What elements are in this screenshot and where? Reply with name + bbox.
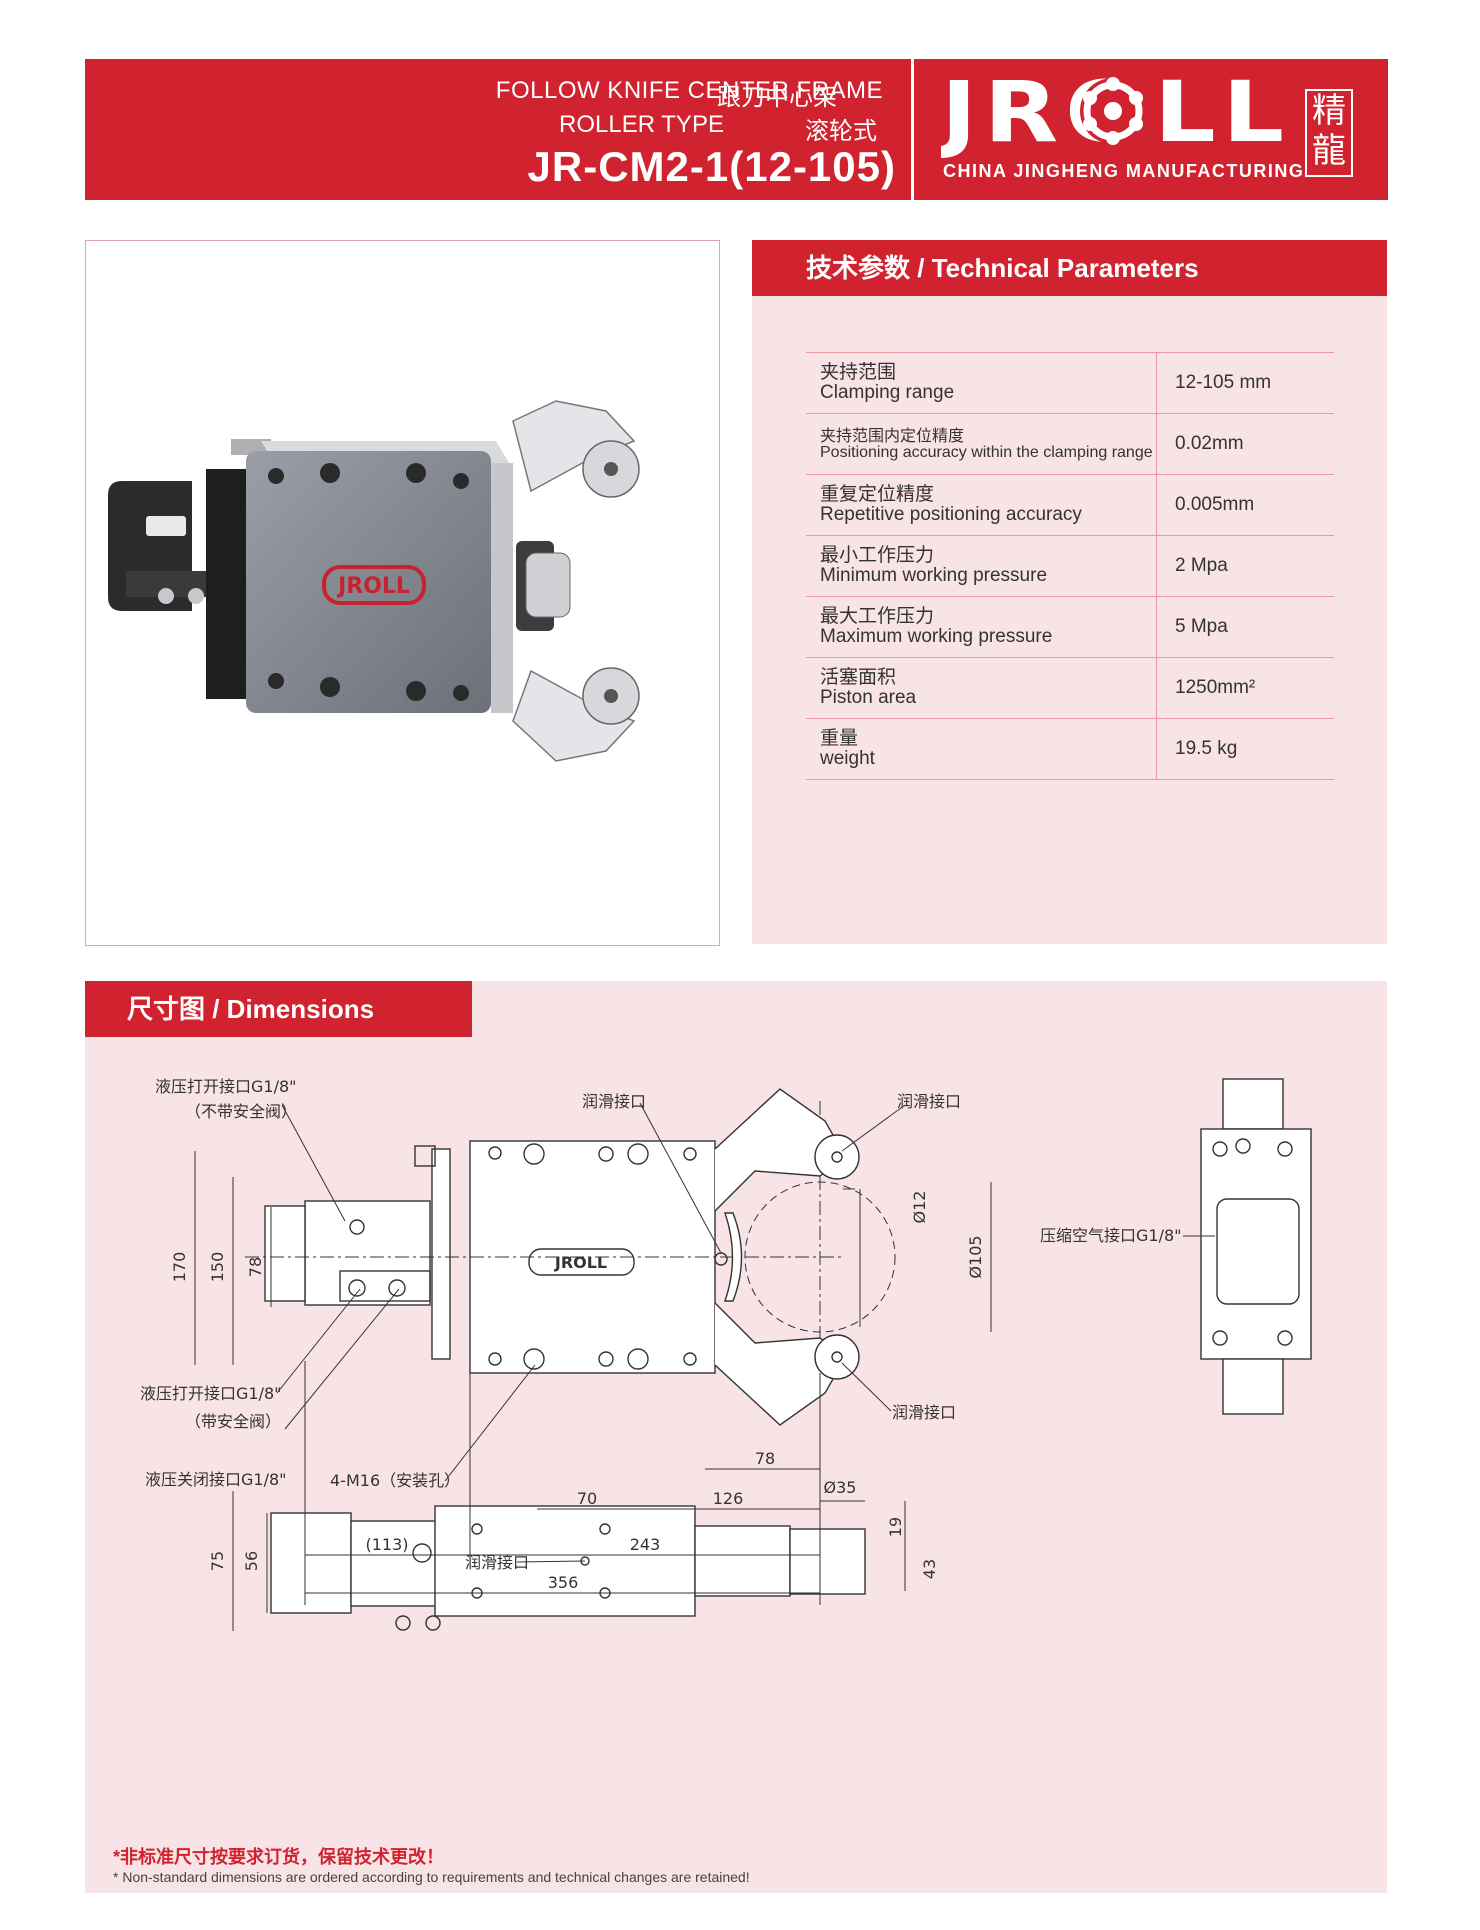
param-value: 5 Mpa (1156, 596, 1334, 658)
dim-d35: Ø35 (824, 1478, 857, 1497)
dim-243: 243 (630, 1535, 661, 1554)
param-label-en: Positioning accuracy within the clamping… (820, 443, 1153, 461)
param-label-cn: 最小工作压力 (820, 545, 935, 566)
label-hyd-open-valve: 液压打开接口G1/8" (140, 1384, 282, 1403)
dim-113: (113) (365, 1535, 408, 1554)
note-cn: *非标准尺寸按要求订货，保留技术更改！ (113, 1847, 445, 1867)
param-value: 0.005mm (1156, 474, 1334, 536)
param-label-en: Piston area (820, 687, 917, 708)
plate-logo-text: JROLL (336, 574, 410, 599)
title-cn: 跟刀中心架 (717, 84, 837, 111)
dim-75: 75 (208, 1551, 227, 1571)
dimensions-panel: JROLL (85, 981, 1387, 1893)
param-value: 12-105 mm (1156, 352, 1334, 414)
param-label-en: weight (820, 748, 875, 769)
label-air-port: 压缩空气接口G1/8" (1040, 1226, 1182, 1245)
param-value: 19.5 kg (1156, 718, 1334, 780)
label-lube-top: 润滑接口 (582, 1092, 646, 1111)
label-lube-bottom-right: 润滑接口 (892, 1403, 956, 1422)
product-image-panel: JROLL (85, 240, 720, 946)
dim-78v: 78 (246, 1257, 265, 1277)
param-label-en: Clamping range (820, 382, 955, 403)
param-value: 2 Mpa (1156, 535, 1334, 597)
dim-150: 150 (208, 1252, 227, 1283)
model-number: JR-CM2-1(12-105) (527, 143, 896, 190)
param-label-cn: 夹持范围内定位精度 (820, 427, 965, 445)
param-label-cn: 重量 (820, 728, 859, 749)
label-hyd-open-valve-2: （带安全阀） (185, 1412, 281, 1431)
dimension-drawing: JROLL (140, 1077, 1312, 1631)
dim-19: 19 (886, 1517, 905, 1537)
dim-356: 356 (548, 1573, 579, 1592)
dim-126: 126 (713, 1489, 744, 1508)
drawing-logo: JROLL (554, 1253, 607, 1272)
param-label-en: Maximum working pressure (820, 626, 1053, 647)
param-label-en: Minimum working pressure (820, 565, 1048, 586)
header-banner: FOLLOW KNIFE CENTER FRAME 跟刀中心架 ROLLER T… (85, 59, 1388, 200)
label-lube-top-right: 润滑接口 (897, 1092, 961, 1111)
dim-43: 43 (920, 1559, 939, 1579)
brand-seal: 精龍 (1305, 89, 1353, 177)
label-hyd-open-no-valve-2: （不带安全阀） (185, 1102, 297, 1121)
param-label-cn: 最大工作压力 (820, 606, 935, 627)
dim-78h: 78 (755, 1449, 775, 1468)
params-section-title: 技术参数 / Technical Parameters (752, 240, 1387, 296)
param-value: 0.02mm (1156, 413, 1334, 475)
note-en: * Non-standard dimensions are ordered ac… (113, 1869, 750, 1885)
dim-170: 170 (170, 1252, 189, 1283)
product-illustration: JROLL (108, 400, 640, 762)
title-en: FOLLOW KNIFE CENTER FRAME (495, 77, 883, 104)
param-label-cn: 活塞面积 (820, 667, 897, 688)
dim-56: 56 (242, 1551, 261, 1571)
label-lube-side: 润滑接口 (465, 1553, 529, 1572)
dim-70: 70 (577, 1489, 597, 1508)
param-label-cn: 重复定位精度 (820, 484, 935, 505)
type-cn: 滚轮式 (805, 118, 877, 145)
logo-gear-icon (1080, 77, 1146, 145)
dim-d12: Ø12 (910, 1191, 929, 1224)
dimensions-section-title: 尺寸图 / Dimensions (85, 981, 472, 1037)
header-divider (911, 59, 914, 200)
dim-d105: Ø105 (966, 1235, 985, 1278)
label-hyd-open-no-valve: 液压打开接口G1/8" (155, 1077, 297, 1096)
param-label-en: Repetitive positioning accuracy (820, 504, 1082, 525)
type-en: ROLLER TYPE (559, 111, 724, 138)
brand-subtitle: CHINA JINGHENG MANUFACTURING (943, 161, 1305, 181)
label-hyd-close: 液压关闭接口G1/8" (145, 1470, 287, 1489)
param-label-cn: 夹持范围 (820, 362, 897, 383)
param-value: 1250mm² (1156, 657, 1334, 719)
jroll-logo: JROLL (941, 69, 1285, 159)
label-mount-holes: 4-M16（安装孔） (330, 1471, 460, 1490)
